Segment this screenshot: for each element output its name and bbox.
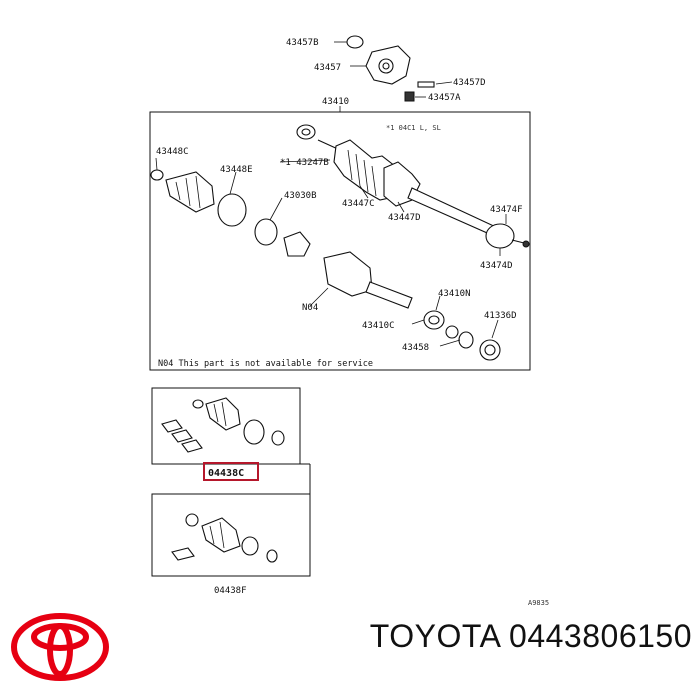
label-43247b: *1 43247B [280, 158, 329, 168]
label-43410: 43410 [322, 97, 349, 107]
drive-shaft-upper [296, 124, 530, 249]
joint-nut-shape [522, 240, 530, 248]
leader-43447c [359, 185, 369, 199]
bracket-bore-shape [378, 58, 394, 74]
nut-shape [404, 91, 415, 102]
kit-f-clamp-large-shape [241, 536, 259, 556]
label-43457a: 43457A [428, 93, 461, 103]
intermediate-shaft-shape [365, 281, 413, 309]
kit-f-boot-folds-shape [209, 521, 225, 549]
label-43410c: 43410C [362, 321, 395, 331]
assembly-frame [149, 111, 531, 371]
kit-c-boot-folds-shape [213, 401, 227, 427]
kit-c-boot-shape [205, 397, 241, 431]
center-bearing-shape [423, 310, 445, 330]
label-43410n: 43410N [438, 289, 471, 299]
bracket-bore-inner-shape [382, 62, 390, 70]
label-n04: N04 [302, 303, 318, 313]
label-43447c: 43447C [342, 199, 375, 209]
label-43447d: 43447D [388, 213, 421, 223]
kit-c-clamp-small-shape [192, 399, 204, 409]
label-43457b: 43457B [286, 38, 319, 48]
oil-seal-shape [479, 339, 501, 361]
half-shaft-shape [407, 187, 499, 237]
label-43448c: 43448C [156, 147, 189, 157]
dust-seal-shape [296, 124, 316, 140]
leader-43457d [435, 81, 453, 85]
kit-f-boot-shape [201, 517, 241, 553]
inboard-joint-housing-shape [323, 251, 373, 297]
leader-n04 [309, 287, 329, 307]
boot-folds-shape [175, 175, 201, 209]
label-04438c: 04438C [208, 468, 244, 479]
label-43030b: 43030B [284, 191, 317, 201]
oil-seal-inner-shape [484, 344, 496, 356]
leader-43030b [269, 197, 283, 221]
bearing-shim-shape [445, 325, 459, 339]
kit-f-snap-ring-shape [266, 549, 278, 563]
bearing-bracket-group [346, 35, 435, 102]
center-bearing-inner-shape [428, 315, 440, 325]
leader-43448e [229, 171, 237, 195]
boot-shape [165, 171, 215, 213]
outer-joint-shape [485, 223, 515, 249]
leader-43247b [279, 159, 331, 163]
kit-c-clamp-large-shape [243, 419, 265, 445]
label-43448e: 43448E [220, 165, 253, 175]
kit-c-grease-pack-3-shape [181, 439, 203, 453]
exploded-parts-diagram: 43457B 43457 43457D 43457A 43410 *1 04C1… [149, 35, 549, 607]
kit-f-grease-pack-shape [171, 547, 195, 561]
boot-kit-left [150, 169, 311, 257]
label-k01: *1 04C1 L, SL [386, 124, 441, 132]
label-43457: 43457 [314, 63, 341, 73]
boot-clamp-large-shape [217, 193, 247, 227]
boot-kit-04438f [171, 513, 278, 563]
label-43457d: 43457D [453, 78, 486, 88]
brand-part-number-caption: TOYOTA 0443806150 [369, 618, 692, 654]
diagram-reference-code: A9835 [528, 599, 549, 607]
bolt-shape [417, 81, 435, 88]
boot-kit-04438c [161, 397, 285, 453]
label-43474f: 43474F [490, 205, 523, 215]
label-43458: 43458 [402, 343, 429, 353]
leader-43410c [411, 319, 425, 325]
label-43474d: 43474D [480, 261, 513, 271]
leader-41336d [491, 319, 499, 339]
kit-f-clamp-small-shape [185, 513, 199, 527]
boot-ribs-shape [347, 149, 377, 197]
snap-ring-shape [346, 35, 364, 49]
bearing-bracket-shape [365, 45, 411, 85]
label-04438f: 04438F [214, 586, 247, 596]
bearing-seal-shape [458, 331, 474, 349]
kit-c-grease-pack-1-shape [161, 419, 183, 433]
inboard-hub-shape [283, 231, 311, 257]
service-note: N04 This part is not available for servi… [158, 359, 373, 369]
leader-43458 [439, 339, 461, 347]
dust-seal-inner-shape [301, 128, 311, 136]
leader-43410n [435, 295, 441, 311]
kit-c-grease-pack-2-shape [171, 429, 193, 443]
kit-04438f-frame [151, 493, 311, 577]
highlight-04438c-box [203, 462, 259, 481]
label-41336d: 41336D [484, 311, 517, 321]
snap-ring-large-shape [254, 218, 278, 246]
kit-c-snap-ring-shape [271, 430, 285, 446]
toyota-logo-icon [11, 613, 109, 681]
boot-clamp-small-shape [150, 169, 164, 181]
leader-43447d [397, 201, 405, 213]
leader-43448c [155, 157, 158, 171]
